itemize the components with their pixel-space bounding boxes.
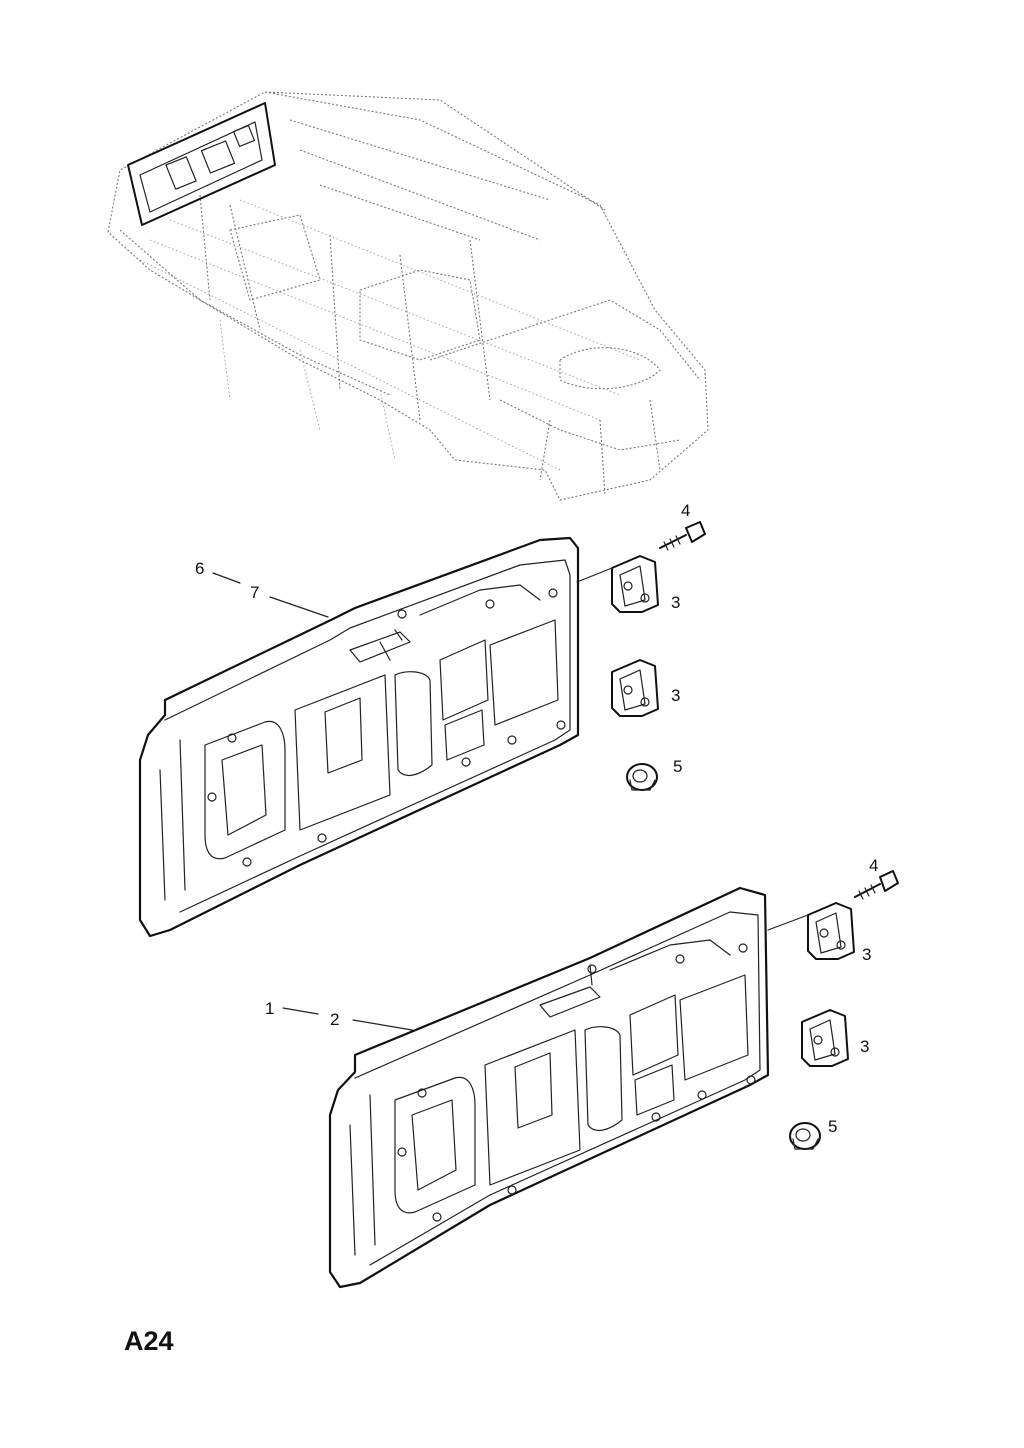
- callout-lower-bushing: 5: [828, 1117, 837, 1136]
- callout-upper-panel-b: 7: [250, 583, 259, 602]
- upper-bushing: [626, 763, 658, 791]
- lower-bolt: [854, 870, 899, 900]
- callout-lower-hinge-bottom: 3: [860, 1037, 869, 1056]
- upper-hinge-leader: [576, 567, 613, 583]
- lower-door-panel: [328, 886, 770, 1289]
- vehicle-body-outline: [107, 91, 709, 501]
- callout-lower-panel-a: 1: [265, 999, 274, 1018]
- upper-door-panel: [138, 536, 580, 938]
- callout-upper-bushing: 5: [673, 757, 682, 776]
- callout-upper-hinge-bottom: 3: [671, 686, 680, 705]
- body-rear-door-highlight: [127, 102, 276, 226]
- upper-bolt: [659, 521, 706, 551]
- callout-upper-panel-a: 6: [195, 559, 204, 578]
- upper-hinge-top: [611, 555, 659, 613]
- diagram-code: A24: [124, 1326, 174, 1356]
- callout-leaders: [212, 572, 413, 1031]
- lower-hinge-leader: [767, 914, 809, 931]
- callout-lower-hinge-top: 3: [862, 945, 871, 964]
- callout-lower-bolt: 4: [869, 856, 878, 875]
- callout-upper-bolt: 4: [681, 501, 690, 520]
- upper-hinge-bottom: [611, 659, 659, 717]
- lower-hinge-bottom: [801, 1009, 849, 1067]
- callout-lower-panel-b: 2: [330, 1010, 339, 1029]
- lower-bushing: [789, 1122, 821, 1150]
- callout-upper-hinge-top: 3: [671, 593, 680, 612]
- lower-hinge-top: [807, 902, 855, 960]
